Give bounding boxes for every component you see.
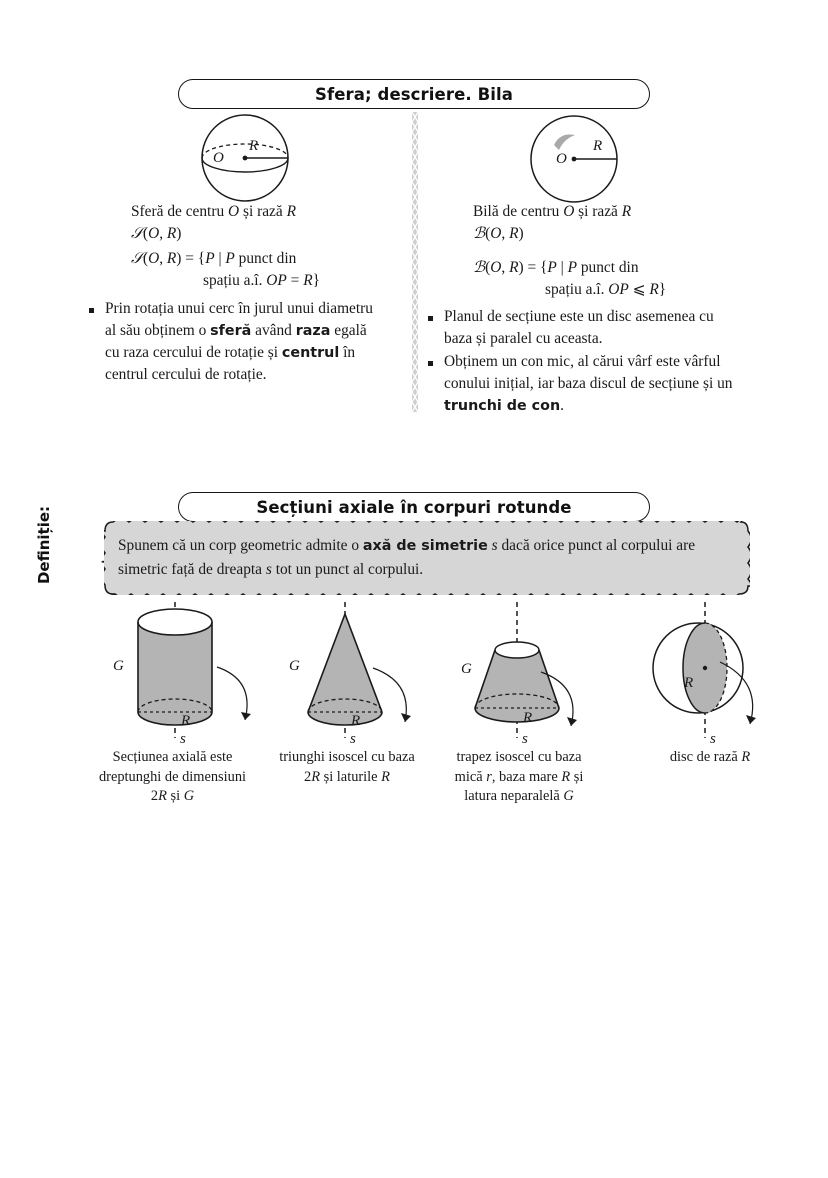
frustum-figure [474,602,577,738]
ball-center-label: O [556,151,567,167]
bila-line-3: ℬ(O, R) = {P | P punct din [473,259,639,276]
sphere-figure [201,114,289,202]
cone-label-s: s [350,731,356,747]
sphere-section-label-s: s [710,731,716,747]
cylinder-label-G: G [113,658,124,674]
frustum-label-R: R [523,710,533,726]
sphere-center-label: O [213,150,224,166]
bila-line-2: ℬ(O, R) [473,225,524,242]
bila-bullet-2: Obținem un con mic, al cărui vârf este v… [444,353,733,414]
sfera-bullet-1: Prin rotația unui cerc în jurul unui dia… [105,300,373,383]
section-title-sfera-text: Sfera; descriere. Bila [314,84,514,104]
frustum-label-s: s [522,731,528,747]
sfera-bullet-marker-1 [89,308,94,313]
section-title-sfera: Sfera; descriere. Bila [178,79,650,109]
sfera-line-3: 𝒮(O, R) = {P | P punct din [131,250,297,267]
cylinder-label-s: s [180,731,186,747]
bila-line-4: spațiu a.î. OP ⩽ R} [545,281,667,298]
sphere-radius-label: R [249,138,259,154]
cone-figure [307,602,411,738]
sfera-line-4: spațiu a.î. OP = R} [203,272,320,289]
definitie-vertical-label: Definiție: [35,505,53,585]
sfera-line-1: Sferă de centru O și rază R [131,203,296,220]
sphere-section-caption: disc de rază R [669,749,751,765]
cone-label-G: G [289,658,300,674]
ball-radius-label: R [593,138,603,154]
cylinder-figure [137,602,251,738]
bila-bullet-marker-1 [428,316,433,321]
section-title-sectiuni: Secțiuni axiale în corpuri rotunde [178,492,650,522]
cone-label-R: R [351,713,361,729]
definition-box [104,521,750,595]
bila-bullet-1: Planul de secțiune este un disc asemenea… [444,308,714,347]
section-title-sectiuni-text: Secțiuni axiale în corpuri rotunde [256,497,572,517]
definition-text: Spunem că un corp geometric admite o axă… [118,537,696,578]
bila-line-1: Bilă de centru O și rază R [473,203,632,220]
bila-bullet-marker-2 [428,361,433,366]
sfera-line-2: 𝒮(O, R) [131,225,182,242]
sphere-section-figure [652,602,756,738]
cylinder-label-R: R [181,713,191,729]
sphere-section-label-R: R [684,675,694,691]
ball-figure [530,115,618,203]
frustum-label-G: G [461,661,472,677]
column-divider [411,112,419,412]
